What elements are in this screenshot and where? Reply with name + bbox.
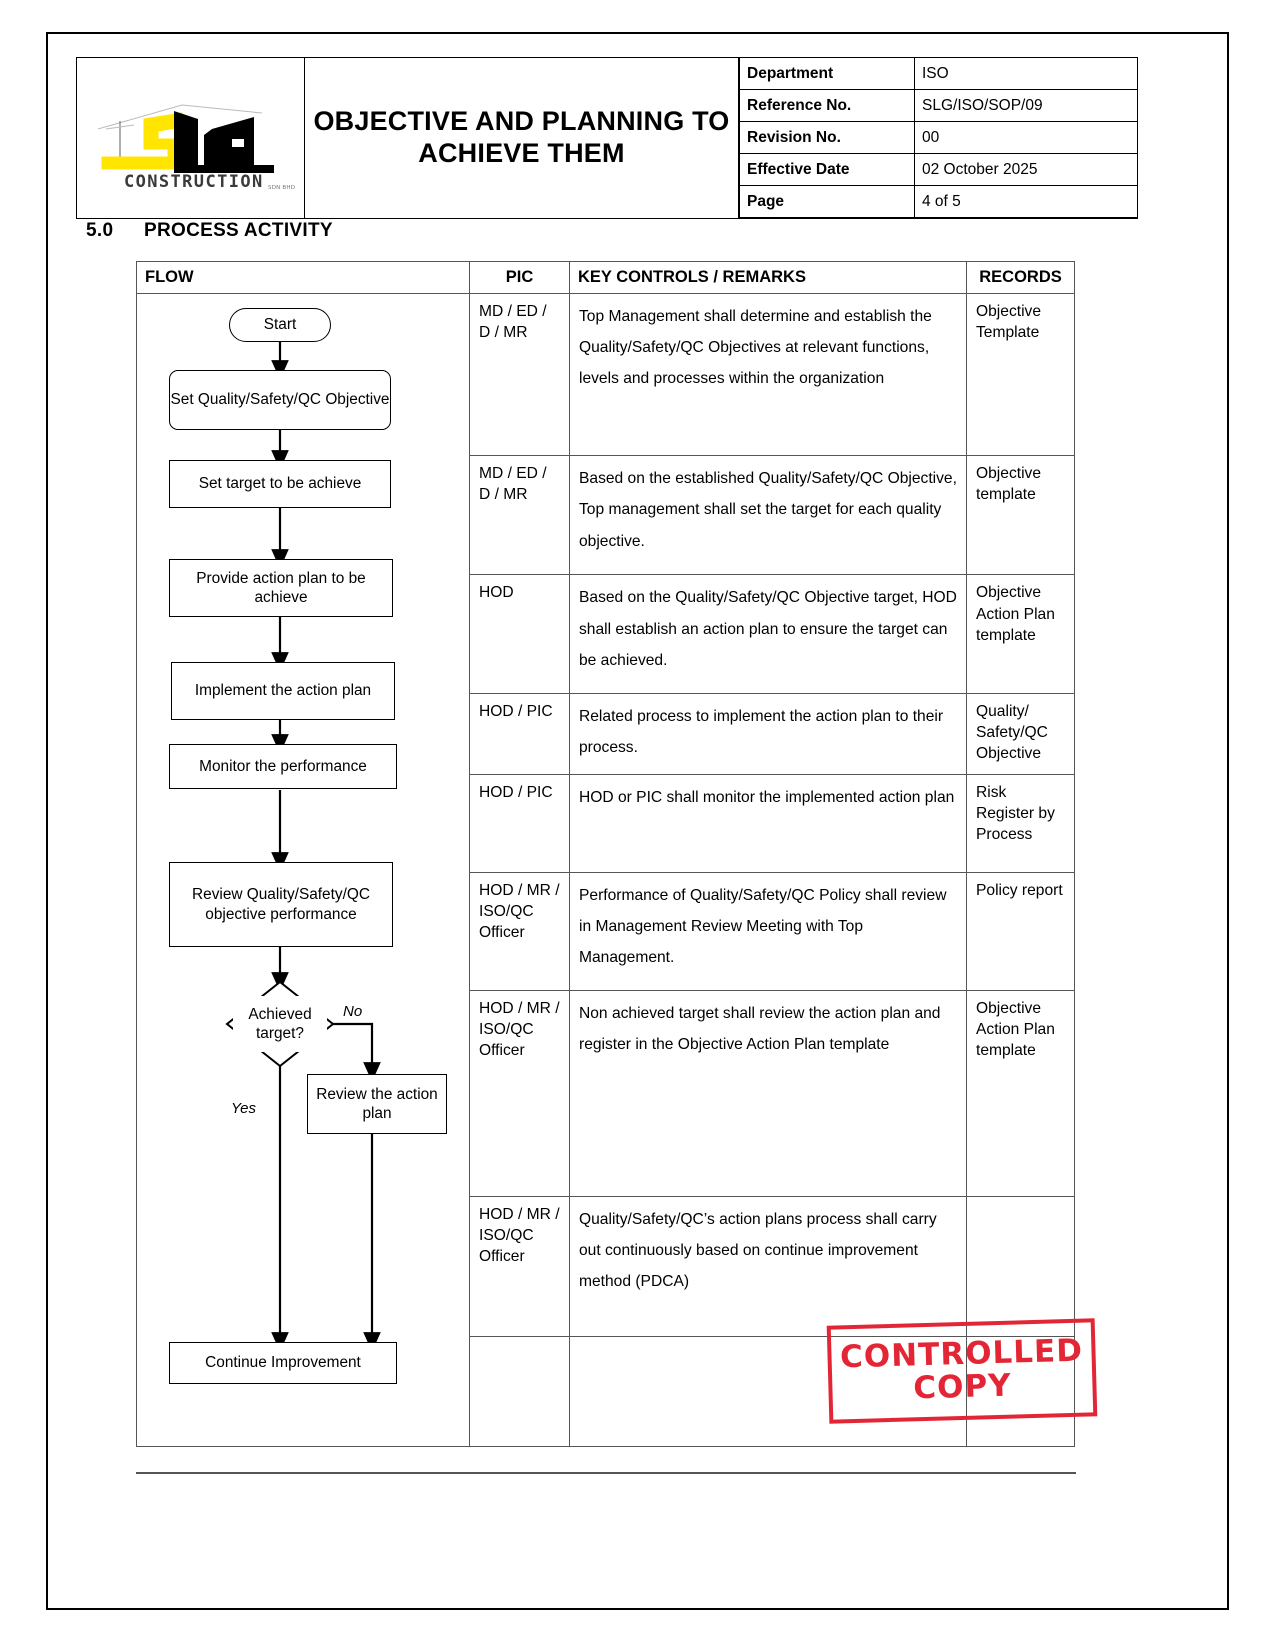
table-row: MD / ED / D / MR Based on the establishe…	[137, 455, 1075, 576]
table-row: HOD / MR / ISO/QC Officer Non achieved t…	[137, 990, 1075, 1197]
flow-node-provide-action-plan: Provide action plan to be achieve	[169, 559, 393, 617]
cell-records-1: Objective Template	[966, 292, 1075, 457]
cell-records-6: Policy report	[966, 871, 1075, 992]
cell-pic-1: MD / ED / D / MR	[469, 292, 570, 457]
stamp-text-copy: COPY	[912, 1367, 1013, 1407]
page-border	[46, 32, 1229, 1610]
cell-records-8	[966, 1195, 1075, 1337]
slg-construction-logo-icon: CONSTRUCTION SDN BHD	[86, 83, 296, 195]
company-logo: CONSTRUCTION SDN BHD	[77, 58, 305, 218]
section-heading: 5.0 PROCESS ACTIVITY	[86, 220, 333, 242]
cell-records-9	[966, 1335, 1075, 1448]
table-row: HOD Based on the Quality/Safety/QC Objec…	[137, 574, 1075, 694]
table-row: HOD / MR / ISO/QC Officer Quality/Safety…	[137, 1195, 1075, 1337]
column-header-pic: PIC	[469, 261, 570, 294]
meta-value-revision-no: 00	[914, 121, 1137, 154]
process-activity-table: FLOW PIC KEY CONTROLS / REMARKS RECORDS	[136, 261, 1075, 1448]
meta-label-page: Page	[739, 185, 915, 218]
section-number: 5.0	[86, 220, 114, 241]
cell-records-2: Objective template	[966, 455, 1075, 576]
flow-node-continue-improvement: Continue Improvement	[169, 1342, 397, 1384]
cell-pic-3: HOD	[469, 574, 570, 694]
meta-row-revision-no: Revision No. 00	[739, 121, 1137, 154]
flow-node-start: Start	[229, 308, 331, 342]
cell-key-4: Related process to implement the action …	[569, 692, 967, 775]
cell-pic-8: HOD / MR / ISO/QC Officer	[469, 1195, 570, 1337]
meta-label-reference-no: Reference No.	[739, 89, 915, 122]
footer-divider	[136, 1472, 1076, 1474]
meta-value-reference-no: SLG/ISO/SOP/09	[914, 89, 1137, 122]
cell-pic-4: HOD / PIC	[469, 692, 570, 775]
cell-key-7: Non achieved target shall review the act…	[569, 990, 967, 1197]
header-meta-table: Department ISO Reference No. SLG/ISO/SOP…	[739, 58, 1137, 218]
meta-label-revision-no: Revision No.	[739, 121, 915, 154]
cell-pic-6: HOD / MR / ISO/QC Officer	[469, 871, 570, 992]
stamp-border: CONTROLLED COPY	[826, 1318, 1098, 1424]
document-title: OBJECTIVE AND PLANNING TO ACHIEVE THEM	[305, 58, 739, 218]
cell-pic-2: MD / ED / D / MR	[469, 455, 570, 576]
cell-key-5: HOD or PIC shall monitor the implemented…	[569, 773, 967, 873]
flow-node-review-action-plan: Review the action plan	[307, 1074, 447, 1134]
column-header-records: RECORDS	[966, 261, 1075, 294]
flowchart-canvas: Start Set Quality/Safety/QC Objective Se…	[137, 294, 468, 1446]
cell-pic-9	[469, 1335, 570, 1448]
table-row: HOD / PIC HOD or PIC shall monitor the i…	[137, 773, 1075, 873]
cell-key-1: Top Management shall determine and estab…	[569, 292, 967, 457]
flow-edge-label-no: No	[343, 1003, 363, 1020]
column-header-flow: FLOW	[136, 261, 470, 294]
cell-key-2: Based on the established Quality/Safety/…	[569, 455, 967, 576]
table-row: HOD / MR / ISO/QC Officer Performance of…	[137, 871, 1075, 992]
column-header-key-controls: KEY CONTROLS / REMARKS	[569, 261, 967, 294]
cell-records-4: Quality/ Safety/QC Objective	[966, 692, 1075, 775]
flow-node-set-target: Set target to be achieve	[169, 460, 391, 508]
cell-key-3: Based on the Quality/Safety/QC Objective…	[569, 574, 967, 694]
meta-row-page: Page 4 of 5	[739, 185, 1137, 218]
flow-edge-label-yes: Yes	[231, 1100, 257, 1117]
meta-value-effective-date: 02 October 2025	[914, 153, 1137, 186]
flow-node-set-objective: Set Quality/Safety/QC Objective	[169, 370, 391, 430]
flow-node-monitor-performance: Monitor the performance	[169, 744, 397, 789]
section-title: PROCESS ACTIVITY	[144, 220, 333, 241]
cell-key-8: Quality/Safety/QC’s action plans process…	[569, 1195, 967, 1337]
cell-records-3: Objective Action Plan template	[966, 574, 1075, 694]
svg-text:CONSTRUCTION: CONSTRUCTION	[124, 172, 264, 192]
table-row: Start Set Quality/Safety/QC Objective Se…	[136, 292, 1075, 1447]
svg-text:SDN BHD: SDN BHD	[268, 185, 295, 191]
cell-records-7: Objective Action Plan template	[966, 990, 1075, 1197]
document-header: CONSTRUCTION SDN BHD OBJECTIVE AND PLANN…	[76, 57, 1138, 219]
meta-row-reference-no: Reference No. SLG/ISO/SOP/09	[739, 89, 1137, 122]
meta-value-page: 4 of 5	[914, 185, 1137, 218]
meta-row-effective-date: Effective Date 02 October 2025	[739, 153, 1137, 186]
cell-records-5: Risk Register by Process	[966, 773, 1075, 873]
flow-node-decision-achieved-target: Achieved target?	[233, 996, 327, 1052]
flow-node-implement-action-plan: Implement the action plan	[171, 662, 395, 720]
cell-key-9	[569, 1335, 967, 1448]
table-row	[137, 1335, 1075, 1448]
table-row: HOD / PIC Related process to implement t…	[137, 692, 1075, 775]
cell-key-6: Performance of Quality/Safety/QC Policy …	[569, 871, 967, 992]
meta-label-department: Department	[739, 58, 915, 90]
cell-pic-7: HOD / MR / ISO/QC Officer	[469, 990, 570, 1197]
flowchart-cell: Start Set Quality/Safety/QC Objective Se…	[136, 293, 470, 1447]
meta-label-effective-date: Effective Date	[739, 153, 915, 186]
controlled-copy-stamp: CONTROLLED COPY	[826, 1318, 1098, 1424]
flow-node-review-objective-performance: Review Quality/Safety/QC objective perfo…	[169, 862, 393, 947]
cell-pic-5: HOD / PIC	[469, 773, 570, 873]
meta-value-department: ISO	[914, 58, 1137, 90]
meta-row-department: Department ISO	[739, 58, 1137, 90]
table-header-row: FLOW PIC KEY CONTROLS / REMARKS RECORDS	[136, 261, 1075, 294]
